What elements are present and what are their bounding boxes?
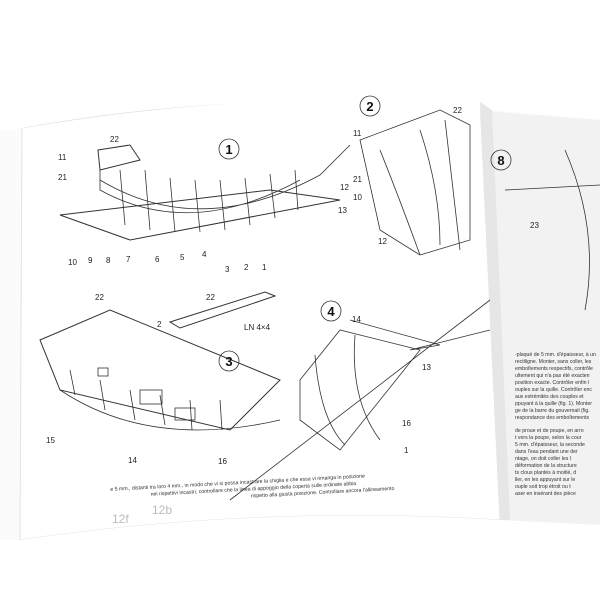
svg-text:emboîtements respectifs, contr: emboîtements respectifs, contrôle	[515, 366, 593, 372]
svg-text:6: 6	[155, 255, 160, 264]
step-number-2: 2	[359, 95, 381, 117]
svg-text:10: 10	[353, 193, 362, 202]
svg-text:22: 22	[453, 106, 462, 115]
page-fold-shadow	[480, 102, 510, 520]
svg-text:11: 11	[353, 129, 362, 138]
svg-text:21: 21	[353, 175, 362, 184]
diagram-2-labels: 22 11 21 10 12	[353, 106, 462, 246]
part-22-detail-labels: 22 LN 4×4 2	[157, 293, 271, 332]
svg-text:ts clous plantés à moitié, d: ts clous plantés à moitié, d	[515, 470, 576, 476]
svg-text:4: 4	[202, 250, 207, 259]
svg-text:dans l'eau pendant une der: dans l'eau pendant une der	[515, 449, 578, 455]
svg-text:t vers la poupe, selon la cour: t vers la poupe, selon la cour	[515, 435, 582, 441]
svg-text:21: 21	[58, 173, 67, 182]
svg-text:12: 12	[378, 237, 387, 246]
svg-text:16: 16	[218, 457, 227, 466]
svg-text:7: 7	[126, 255, 131, 264]
svg-text:LN 4×4: LN 4×4	[244, 323, 271, 332]
svg-text:respondance des emboîtements: respondance des emboîtements	[515, 415, 590, 421]
part-22-strip	[168, 291, 277, 329]
svg-text:13: 13	[338, 206, 347, 215]
svg-text:ller, en les appuyant sur le: ller, en les appuyant sur le	[515, 477, 575, 483]
svg-text:9: 9	[88, 256, 93, 265]
svg-text:2: 2	[157, 320, 162, 329]
svg-text:ouple soit trop étroit ou t: ouple soit trop étroit ou t	[515, 484, 571, 490]
svg-text:2: 2	[244, 263, 249, 272]
svg-text:10: 10	[68, 258, 77, 267]
svg-text:ppuyant à la quille (fig. 1).: ppuyant à la quille (fig. 1). Monter	[515, 401, 592, 407]
diagram-3-deck-assembly	[39, 309, 281, 431]
svg-text:22: 22	[95, 293, 104, 302]
svg-text:12: 12	[340, 183, 349, 192]
diagram-4-labels: 14 13 16 1	[352, 315, 431, 455]
svg-text:ntage, on doit coller les l: ntage, on doit coller les l	[515, 456, 571, 462]
svg-text:14: 14	[352, 315, 361, 324]
svg-text:14: 14	[128, 456, 137, 465]
diagram-3-labels: 22 15 14 16	[46, 293, 227, 466]
svg-text:16: 16	[402, 419, 411, 428]
svg-text:11: 11	[58, 153, 67, 162]
svg-text:1: 1	[404, 446, 409, 455]
svg-text:ouples sur la quille. Contrôle: ouples sur la quille. Contrôler enc	[515, 387, 592, 393]
diagram-8-label: 23	[530, 221, 539, 230]
svg-text:15: 15	[46, 436, 55, 445]
french-instructions: -plaqué de 5 mm. d'épaisseur, à un recti…	[515, 352, 596, 497]
diagram-1-labels: 22 11 21 10 9 8 7 6 5 4 3 2 1 12 13	[58, 135, 349, 274]
svg-text:ge de la barre du gouvernail (: ge de la barre du gouvernail (fig.	[515, 408, 590, 414]
svg-text:-plaqué de 5 mm. d'épaisseur,: -plaqué de 5 mm. d'épaisseur, à un	[515, 352, 596, 358]
faded-label: 12b	[152, 503, 172, 517]
svg-text:aser en insérant des pièce: aser en insérant des pièce	[515, 491, 576, 497]
svg-text:déformation de la structure: déformation de la structure	[515, 463, 577, 469]
svg-text:ultement qui n'a pas été exact: ultement qui n'a pas été exacten	[515, 373, 590, 379]
diagram-4-stern-assembly	[229, 299, 491, 501]
svg-text:4: 4	[327, 304, 335, 319]
step-number-1: 1	[218, 138, 240, 160]
svg-text:3: 3	[225, 354, 232, 369]
step-number-3: 3	[218, 350, 240, 372]
background-top	[0, 0, 600, 130]
svg-text:8: 8	[497, 153, 504, 168]
svg-text:5 mm. d'épaisseur, la seconde: 5 mm. d'épaisseur, la seconde	[515, 442, 585, 448]
svg-text:5: 5	[180, 253, 185, 262]
step-number-8: 8	[490, 149, 512, 171]
diagram-1-hull-on-stand	[59, 144, 351, 241]
svg-text:3: 3	[225, 265, 230, 274]
svg-text:position exacte. Contrôler enf: position exacte. Contrôler enfin l	[515, 380, 589, 386]
svg-text:22: 22	[110, 135, 119, 144]
step-number-4: 4	[320, 300, 342, 322]
svg-text:8: 8	[106, 256, 111, 265]
diagram-8-keel-curve	[504, 149, 600, 311]
svg-text:de proue et de poupe, en arro: de proue et de poupe, en arro	[515, 428, 584, 434]
faded-label: 12f	[112, 512, 129, 526]
svg-text:1: 1	[225, 142, 232, 157]
svg-text:aux extrémités des couples et: aux extrémités des couples et	[515, 394, 584, 400]
diagram-2-bow-frames	[359, 109, 471, 256]
svg-text:22: 22	[206, 293, 215, 302]
svg-text:2: 2	[366, 99, 373, 114]
svg-text:13: 13	[422, 363, 431, 372]
background-bottom	[0, 515, 600, 600]
svg-text:rectiligne. Monter, sans colle: rectiligne. Monter, sans coller, les	[515, 359, 592, 365]
svg-text:1: 1	[262, 263, 267, 272]
